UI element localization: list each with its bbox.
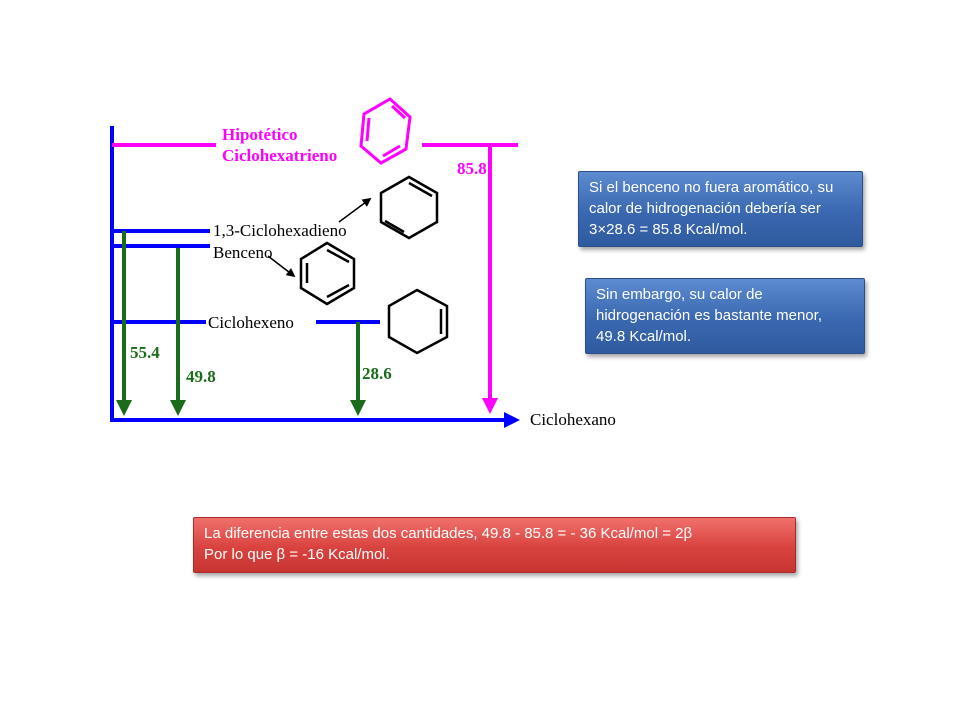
- label-benzene: Benceno: [213, 243, 272, 262]
- note-non-aromatic-line1: Si el benceno no fuera aromático, su: [589, 179, 834, 196]
- cyclohexadiene-molecule: [379, 175, 439, 240]
- label-cyclohexane: Ciclohexano: [530, 410, 616, 429]
- note-difference-line2: Por lo que β = -16 Kcal/mol.: [204, 546, 390, 563]
- note-difference: La diferencia entre estas dos cantidades…: [193, 517, 796, 573]
- benzene-molecule: [299, 241, 356, 306]
- value-55-4: 55.4: [130, 343, 160, 362]
- note-non-aromatic-line2: calor de hidrogenación debería ser: [589, 200, 821, 217]
- note-difference-line1: La diferencia entre estas dos cantidades…: [204, 525, 693, 542]
- note-actual-heat: Sin embargo, su calor de hidrogenación e…: [585, 278, 865, 354]
- pointer-cyclohexadiene: [338, 197, 372, 223]
- pointer-benzene: [267, 255, 296, 278]
- label-cyclohexene: Ciclohexeno: [208, 313, 294, 332]
- cyclohexatriene-molecule: [359, 97, 412, 165]
- note-actual-heat-line2: hidrogenación es bastante menor,: [596, 307, 822, 324]
- note-actual-heat-line1: Sin embargo, su calor de: [596, 286, 763, 303]
- value-85-8: 85.8: [457, 159, 487, 178]
- value-28-6: 28.6: [362, 364, 392, 383]
- cyclohexene-molecule: [387, 288, 449, 355]
- label-cyclohexadiene: 1,3-Ciclohexadieno: [213, 221, 347, 240]
- label-hypothetical-line1: Hipotético: [222, 125, 298, 144]
- value-49-8: 49.8: [186, 367, 216, 386]
- label-hypothetical-line2: Ciclohexatrieno: [222, 146, 337, 165]
- note-non-aromatic: Si el benceno no fuera aromático, su cal…: [578, 171, 863, 247]
- note-non-aromatic-line3: 3×28.6 = 85.8 Kcal/mol.: [589, 221, 748, 238]
- note-actual-heat-line3: 49.8 Kcal/mol.: [596, 328, 692, 345]
